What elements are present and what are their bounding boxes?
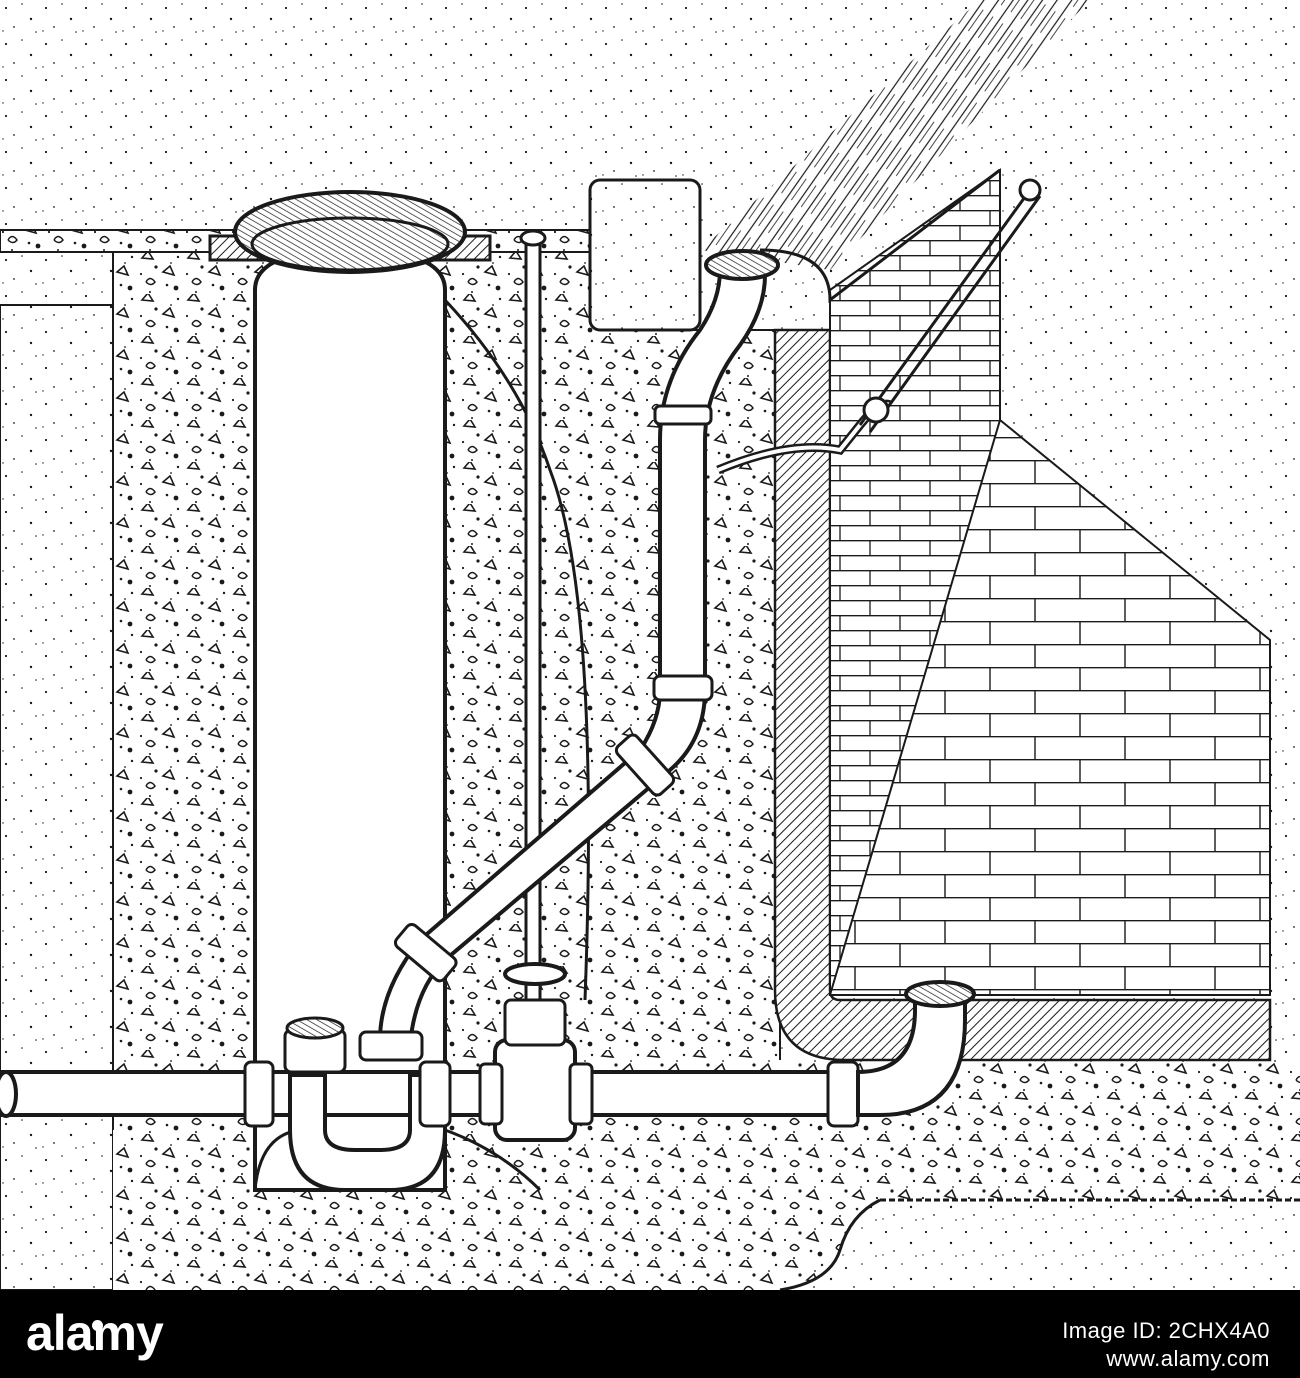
concrete-floor-slab xyxy=(113,1060,1300,1290)
floor-drain-elbow xyxy=(856,993,967,1117)
wall-top-shading xyxy=(700,0,1090,270)
pipe-joint xyxy=(826,1060,860,1128)
watermark-url: www.alamy.com xyxy=(1106,1346,1270,1371)
pipe-joint xyxy=(478,1062,504,1126)
cleanout-cap xyxy=(285,1016,345,1040)
watermark-banner: alamy Image ID: 2CHX4A0 www.alamy.com xyxy=(0,1290,1300,1378)
pipe-open-end xyxy=(0,1070,18,1118)
watermark-brand: alamy xyxy=(26,1305,164,1361)
pipe-joint xyxy=(418,1060,452,1128)
manhole-cover xyxy=(233,190,467,274)
valve-handwheel xyxy=(503,962,567,986)
upper-inlet-grate xyxy=(704,249,780,281)
stem-cap xyxy=(519,229,547,247)
cover-rim xyxy=(250,216,450,272)
wall-top-cap xyxy=(759,168,1001,304)
brick-floor-perspective xyxy=(828,418,1271,996)
gate-valve-bonnet xyxy=(503,998,567,1047)
wall-pipe xyxy=(858,189,1032,426)
pipe-union xyxy=(1018,178,1042,202)
pipe-joint xyxy=(652,674,714,702)
pipe-joint xyxy=(393,922,458,983)
floor-drain-grate xyxy=(904,980,976,1008)
pipe-joint xyxy=(653,404,713,426)
pipe-joint xyxy=(358,1030,424,1062)
watermark-image-id: Image ID: 2CHX4A0 xyxy=(1062,1318,1270,1343)
pipe-joint xyxy=(568,1062,594,1126)
left-cavity xyxy=(0,304,114,1290)
running-trap xyxy=(288,1073,447,1192)
gate-valve-body xyxy=(493,1038,577,1142)
wall-pipe xyxy=(868,195,1042,433)
pipe-joint xyxy=(243,1060,275,1128)
pipe-joint xyxy=(614,733,676,797)
footing-edge xyxy=(779,1198,881,1290)
pipe-union xyxy=(862,396,890,424)
plumbing-cross-section-drawing xyxy=(0,0,1300,1290)
valve-stem-rod xyxy=(524,234,542,1078)
watermark-logo-dot xyxy=(92,1320,103,1331)
curb-block xyxy=(588,178,702,332)
